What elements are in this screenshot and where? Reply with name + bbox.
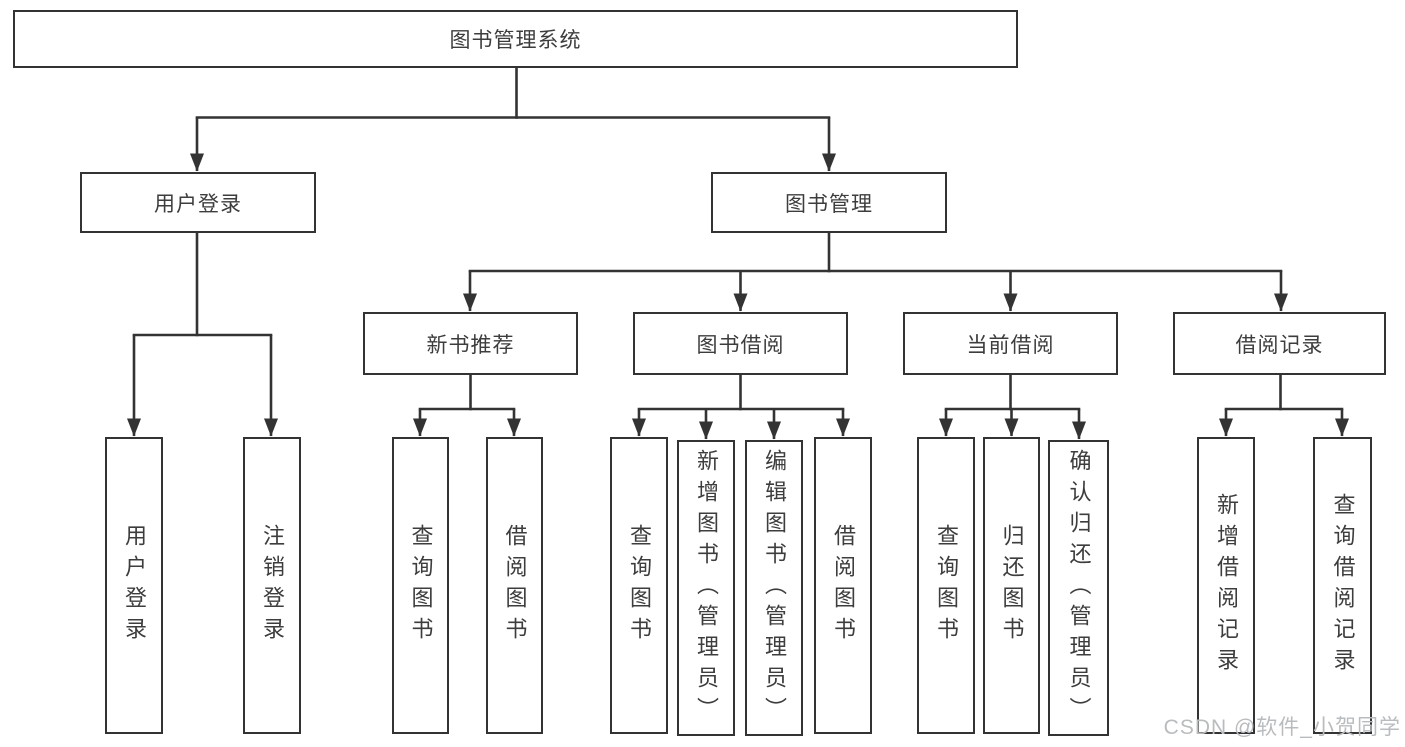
node-leaf-query-borrow-record: 查询借阅记录 — [1313, 437, 1372, 734]
node-user-login: 用户登录 — [80, 172, 316, 233]
node-label: 借阅记录 — [1235, 333, 1324, 357]
node-leaf-query-books-borrowing: 查询图书 — [610, 437, 668, 734]
node-leaf-user-login: 用户登录 — [105, 437, 163, 734]
node-new-book-recommendation: 新书推荐 — [363, 312, 578, 375]
node-leaf-return-books: 归还图书 — [983, 437, 1040, 734]
node-borrowing-records: 借阅记录 — [1173, 312, 1386, 375]
node-leaf-query-books-current: 查询图书 — [917, 437, 975, 734]
node-label: 查询借阅记录 — [1330, 492, 1356, 679]
node-label: 确认归还（管理员） — [1066, 448, 1092, 728]
node-current-borrowing: 当前借阅 — [903, 312, 1118, 375]
node-label: 编辑图书（管理员） — [762, 448, 787, 728]
node-leaf-query-books-recommend: 查询图书 — [392, 437, 449, 734]
node-label: 查询图书 — [934, 523, 959, 648]
node-leaf-confirm-return-admin: 确认归还（管理员） — [1048, 440, 1109, 736]
node-label: 新增借阅记录 — [1214, 492, 1239, 679]
node-label: 图书管理系统 — [449, 29, 582, 52]
node-label: 当前借阅 — [966, 333, 1055, 357]
node-label: 归还图书 — [999, 523, 1025, 648]
node-label: 图书借阅 — [696, 333, 785, 357]
node-label: 图书管理 — [785, 192, 873, 216]
node-label: 查询图书 — [627, 523, 652, 648]
node-leaf-borrow-books: 借阅图书 — [814, 437, 872, 734]
node-leaf-add-book-admin: 新增图书（管理员） — [677, 440, 735, 736]
node-leaf-edit-book-admin: 编辑图书（管理员） — [745, 440, 803, 736]
node-label: 借阅图书 — [831, 523, 856, 648]
csdn-watermark: CSDN @软件_小贺同学 — [1163, 716, 1401, 739]
node-book-borrowing: 图书借阅 — [633, 312, 848, 375]
node-label: 借阅图书 — [502, 523, 528, 648]
node-label: 注销登录 — [260, 523, 285, 648]
node-leaf-add-borrow-record: 新增借阅记录 — [1197, 437, 1255, 734]
node-label: 用户登录 — [154, 192, 242, 216]
node-library-management-system: 图书管理系统 — [13, 10, 1018, 68]
node-label: 新书推荐 — [426, 333, 515, 357]
node-label: 查询图书 — [408, 523, 434, 648]
node-book-management: 图书管理 — [711, 172, 947, 233]
node-label: 用户登录 — [122, 523, 147, 648]
node-leaf-borrow-books-recommend: 借阅图书 — [486, 437, 543, 734]
node-leaf-logout: 注销登录 — [243, 437, 301, 734]
node-label: 新增图书（管理员） — [694, 448, 719, 728]
